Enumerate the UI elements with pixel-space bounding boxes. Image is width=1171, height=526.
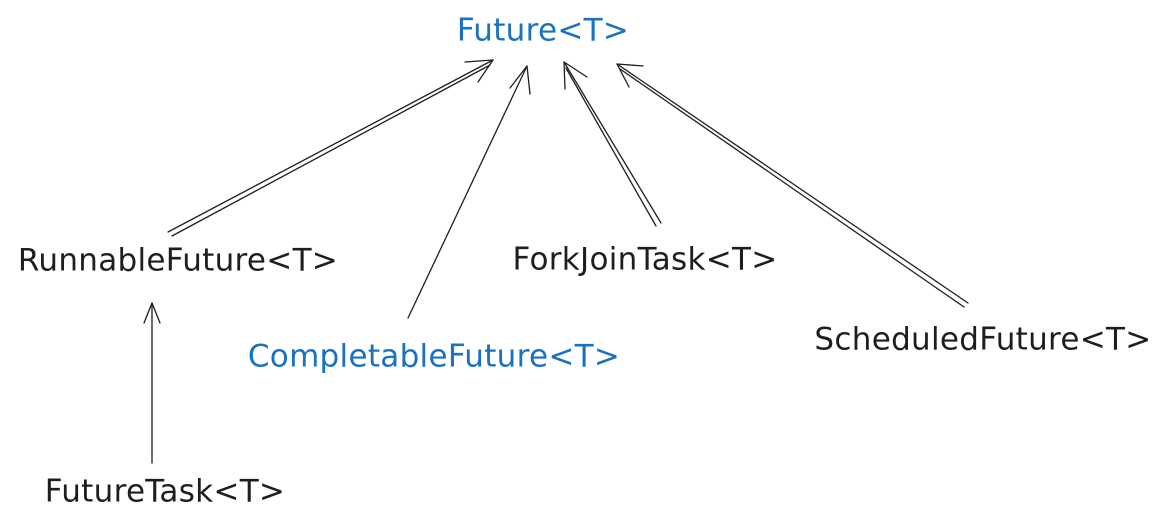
node-future: Future<T> bbox=[456, 12, 630, 49]
edge-forkjointask-to-future bbox=[563, 61, 662, 227]
node-fork-join-task: ForkJoinTask<T> bbox=[512, 241, 778, 278]
edge-runnablefuture-to-future bbox=[167, 59, 494, 237]
node-completable-future: CompletableFuture<T> bbox=[247, 338, 621, 375]
edge-futuretask-to-runnablefuture bbox=[143, 302, 161, 464]
node-future-task: FutureTask<T> bbox=[44, 473, 286, 510]
edge-scheduledfuture-to-future bbox=[616, 63, 969, 308]
node-runnable-future: RunnableFuture<T> bbox=[17, 242, 339, 279]
node-scheduled-future: ScheduledFuture<T> bbox=[814, 321, 1152, 358]
edge-completablefuture-to-future bbox=[407, 65, 531, 319]
